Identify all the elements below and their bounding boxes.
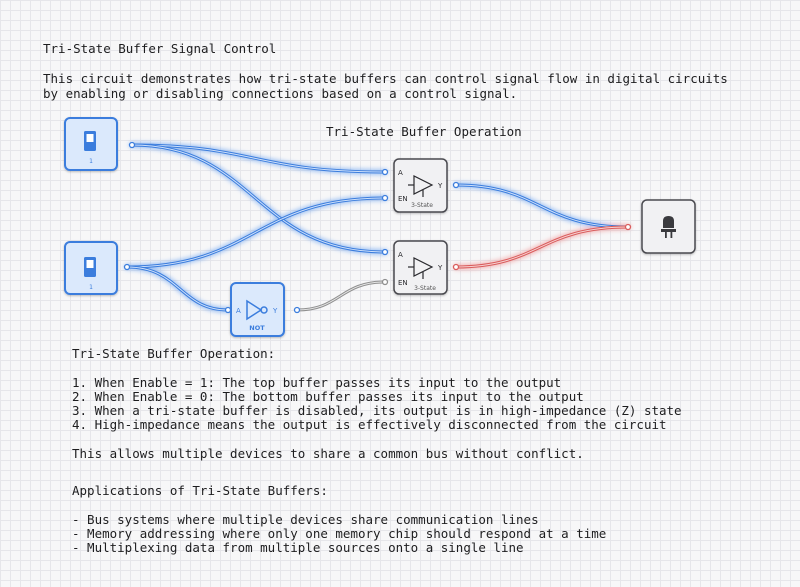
switch-bottom-output-pin[interactable] [123, 263, 131, 271]
notes-step-1: 1. When Enable = 1: The top buffer passe… [72, 375, 562, 390]
notes-step-4: 4. High-impedance means the output is ef… [72, 417, 667, 432]
tri-state-buffer-top[interactable] [393, 158, 448, 213]
switch-bottom-value: 1 [89, 284, 93, 291]
notes-title: Tri-State Buffer Operation: [72, 346, 276, 361]
wire-buffer-top-to-output [454, 183, 630, 229]
output-light-input-pin[interactable] [624, 223, 632, 231]
buffer-symbol-icon [408, 175, 434, 197]
not-gate-label: NOT [249, 324, 265, 332]
tri-state-buffer-bottom[interactable] [393, 240, 448, 295]
switch-top-value: 1 [89, 158, 93, 165]
not-gate-pin-a: A [236, 307, 241, 315]
buffer-top-output-pin[interactable] [452, 181, 460, 189]
not-gate-pin-y: Y [272, 307, 278, 315]
not-gate-icon [246, 299, 268, 321]
buffer-top-pin-en: EN [398, 195, 408, 203]
wire-switch-bottom-to-not [125, 265, 230, 312]
buffer-top-pin-y: Y [437, 182, 443, 190]
circuit-title: Tri-State Buffer Operation [326, 124, 522, 139]
buffer-bottom-pin-a: A [398, 251, 403, 259]
buffer-bottom-enable-pin[interactable] [381, 278, 389, 286]
buffer-top-pin-a: A [398, 169, 403, 177]
buffer-bottom-label: 3-State [414, 285, 436, 292]
description-line-1: This circuit demonstrates how tri-state … [43, 71, 728, 86]
buffer-bottom-pin-y: Y [437, 264, 443, 272]
buffer-top-input-a-pin[interactable] [381, 168, 389, 176]
notes-step-3: 3. When a tri-state buffer is disabled, … [72, 403, 682, 418]
applications-title: Applications of Tri-State Buffers: [72, 483, 328, 498]
applications-item-2: - Memory addressing where only one memor… [72, 526, 607, 541]
description-line-2: by enabling or disabling connections bas… [43, 86, 518, 101]
not-gate-output-pin[interactable] [293, 306, 301, 314]
wires-glow [124, 142, 631, 313]
buffer-bottom-pin-en: EN [398, 279, 408, 287]
switch-top-output-pin[interactable] [128, 141, 136, 149]
applications-item-1: - Bus systems where multiple devices sha… [72, 512, 539, 527]
notes-step-2: 2. When Enable = 0: The bottom buffer pa… [72, 389, 584, 404]
toggle-switch-icon [84, 131, 96, 151]
buffer-symbol-icon [408, 257, 434, 279]
not-gate-input-pin[interactable] [224, 306, 232, 314]
notes-summary: This allows multiple devices to share a … [72, 446, 584, 461]
page-title: Tri-State Buffer Signal Control [43, 41, 277, 56]
buffer-top-enable-pin[interactable] [381, 194, 389, 202]
buffer-bottom-input-a-pin[interactable] [381, 248, 389, 256]
light-bulb-icon [661, 216, 676, 238]
wire-buffer-bottom-to-output [454, 225, 630, 269]
applications-item-3: - Multiplexing data from multiple source… [72, 540, 524, 555]
buffer-top-label: 3-State [411, 202, 433, 209]
buffer-bottom-output-pin[interactable] [452, 263, 460, 271]
wires [125, 143, 630, 312]
toggle-switch-icon [84, 257, 96, 277]
